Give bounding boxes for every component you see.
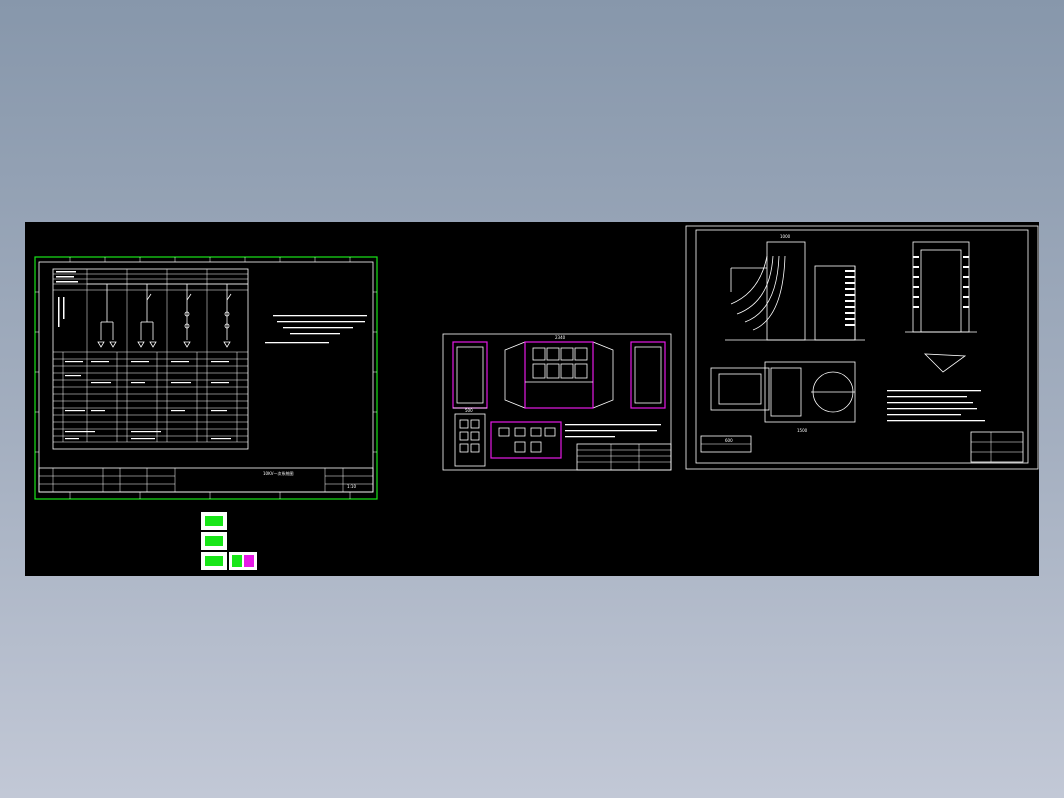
sheet-enclosure-elevations: 2340 500	[442, 333, 672, 471]
layout-thumbnails[interactable]	[201, 512, 257, 570]
sheet-foundation-plan: 1000 1500	[685, 225, 1039, 470]
sheet-single-line-diagram: 10KV一次系统图 1:10	[34, 256, 378, 500]
sheet3-side-dim: 600	[725, 438, 733, 443]
sheet2-left-dim: 500	[465, 408, 473, 413]
sheet1-scale: 1:10	[347, 484, 356, 489]
cad-drawing-canvas[interactable]: 10KV一次系统图 1:10 2340	[25, 222, 1039, 576]
sheet1-frame-inner	[38, 261, 374, 493]
sheet2-overall-dim: 2340	[555, 335, 566, 340]
sheet1-title: 10KV一次系统图	[263, 470, 293, 476]
cad-model-viewport[interactable]: 10KV一次系统图 1:10 2340	[25, 222, 1039, 576]
sheet3-top-dim: 1000	[780, 234, 791, 239]
sheet3-plan-dim: 1500	[797, 428, 808, 433]
sheet1-frame-outer	[34, 256, 378, 500]
